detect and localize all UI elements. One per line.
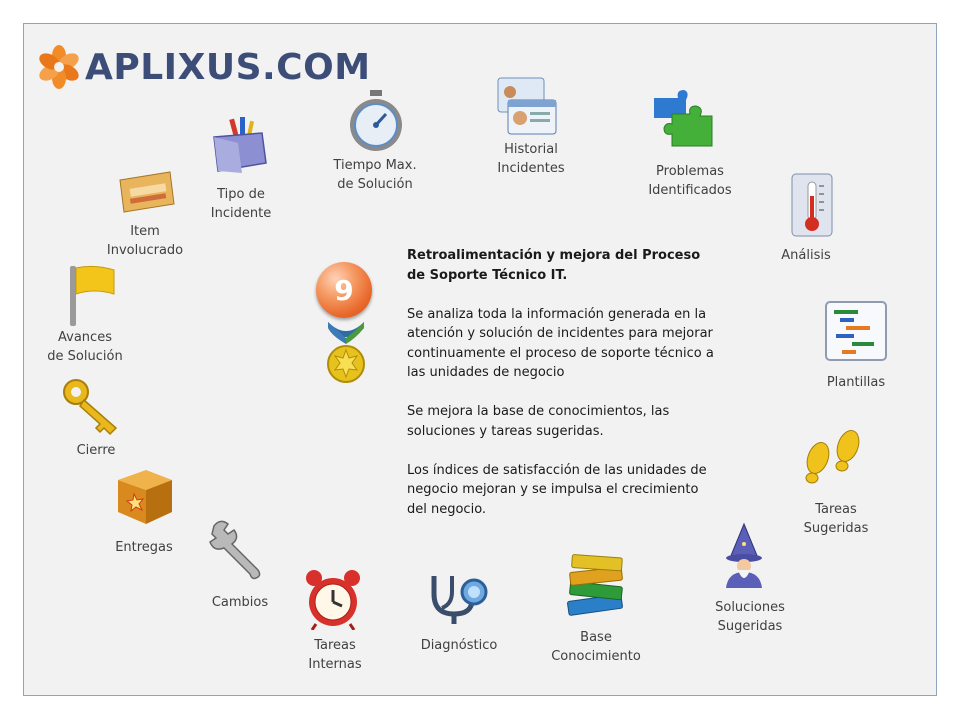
description-panel: Retroalimentación y mejora del Proceso d… — [407, 246, 717, 539]
puzzle-icon — [654, 90, 713, 147]
flag-icon — [70, 265, 115, 326]
footprints-icon — [805, 430, 860, 484]
label-cierre: Cierre — [76, 443, 116, 458]
label-analisis: Análisis — [781, 248, 831, 263]
label-diagnostico: Diagnóstico — [420, 638, 498, 653]
label-tipo-incidente: Tipo de Incidente — [210, 187, 272, 221]
label-historial: Historial Incidentes — [497, 142, 565, 176]
label-tareas-internas: Tareas Internas — [308, 638, 362, 672]
label-item: Item Involucrado — [106, 224, 184, 258]
toolbox-icon — [213, 117, 267, 173]
stethoscope-icon — [431, 576, 488, 624]
label-cambios: Cambios — [211, 595, 269, 610]
alarm-clock-icon — [306, 570, 360, 630]
label-avances: Avances de Solución — [47, 330, 123, 364]
step-number-badge: 9 — [316, 262, 372, 318]
wrench-icon — [209, 520, 261, 580]
flower-logo-icon — [39, 45, 79, 89]
label-plantillas: Plantillas — [826, 375, 886, 390]
medal-icon — [327, 322, 365, 383]
description-paragraph-2: Se mejora la base de conocimientos, las … — [407, 404, 670, 439]
id-cards-icon — [497, 77, 557, 135]
key-icon — [63, 379, 118, 436]
logo-text: APLIXUS.COM — [85, 46, 371, 88]
label-tareas-sugeridas: Tareas Sugeridas — [803, 502, 869, 536]
description-paragraph-3: Los índices de satisfacción de las unida… — [407, 462, 707, 517]
books-icon — [567, 554, 623, 616]
label-base-conocimiento: Base Conocimiento — [551, 630, 641, 664]
stopwatch-icon — [350, 90, 402, 151]
label-soluciones: Soluciones Sugeridas — [715, 600, 785, 634]
gantt-chart-icon — [825, 301, 887, 361]
wizard-icon — [726, 522, 762, 588]
label-tiempo-max: Tiempo Max. de Solución — [333, 158, 417, 192]
description-paragraph-1: Se analiza toda la información generada … — [407, 306, 714, 381]
thermometer-icon — [791, 173, 833, 237]
label-problemas: Problemas Identificados — [648, 164, 732, 198]
drawer-box-icon — [119, 171, 175, 213]
label-entregas: Entregas — [115, 540, 173, 555]
package-icon — [118, 470, 172, 524]
description-title: Retroalimentación y mejora del Proceso d… — [407, 248, 701, 283]
aplixus-logo: APLIXUS.COM — [37, 44, 371, 90]
